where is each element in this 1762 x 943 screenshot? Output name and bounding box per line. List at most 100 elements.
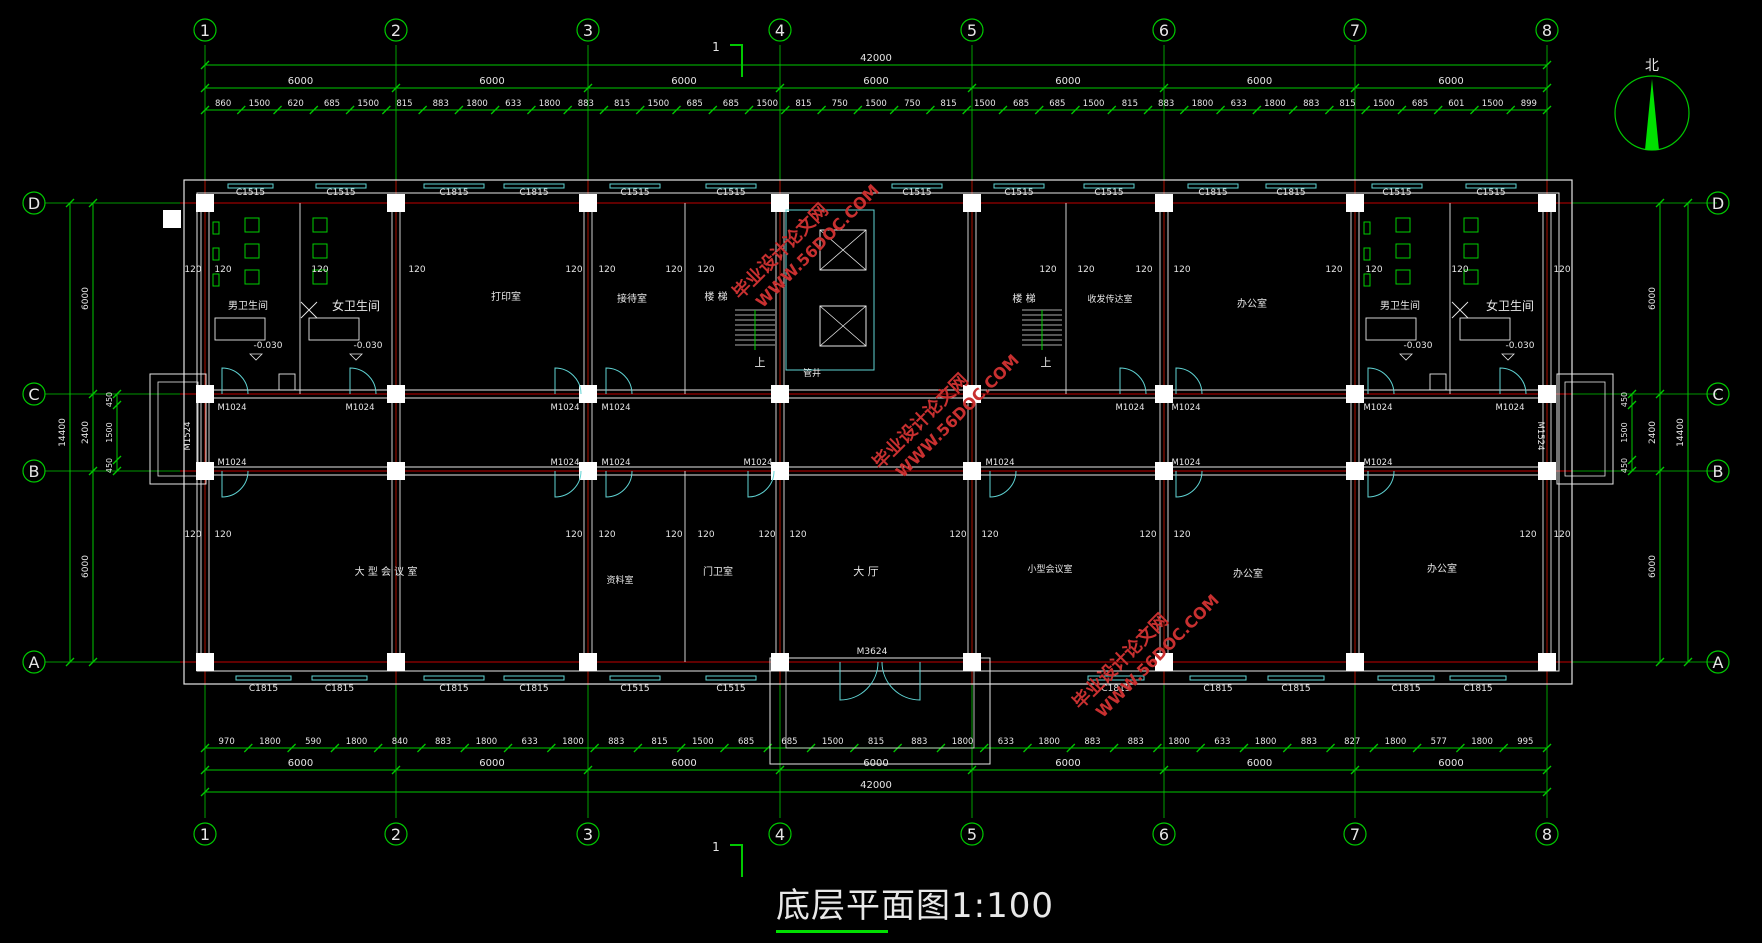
- wall-thickness-label: 120: [789, 530, 806, 540]
- wall-thickness-label: 120: [1139, 530, 1156, 540]
- dimension-detail: 590: [305, 737, 321, 747]
- window: [609, 675, 661, 681]
- dimension-detail: 883: [1303, 99, 1319, 109]
- grid-bubble-label: 8: [1542, 825, 1552, 844]
- dimension-detail: 633: [1231, 99, 1247, 109]
- fixtures: [212, 209, 1515, 391]
- door: [1367, 367, 1395, 395]
- dimension-tick: [490, 105, 500, 115]
- dimension-tick: [287, 743, 297, 753]
- section-mark-label: 1: [712, 840, 720, 854]
- main-porch: [785, 657, 975, 749]
- window: [1449, 675, 1507, 681]
- dimension-detail: 1800: [346, 737, 368, 747]
- dimension-tick: [526, 105, 536, 115]
- dimension-detail: 1800: [259, 737, 281, 747]
- grid-lines: [45, 45, 1717, 818]
- dimension-tick: [1542, 743, 1552, 753]
- dimension-detail: 827: [1344, 737, 1360, 747]
- dimension-corridor: 450: [1620, 392, 1629, 407]
- wall-thickness-label: 120: [697, 265, 714, 275]
- grid-bubble: [384, 18, 408, 42]
- dimension-tick: [88, 198, 98, 208]
- dimension-detail: 815: [940, 99, 956, 109]
- dimension-detail: 577: [1431, 737, 1447, 747]
- toilet-fixture: [312, 217, 328, 233]
- wall-thickness-label: 120: [665, 530, 682, 540]
- grid-bubble-label: 6: [1159, 825, 1169, 844]
- section-mark-label: 1: [712, 40, 720, 54]
- door-label: M1024: [1496, 403, 1525, 413]
- dimension-detail: 1500: [692, 737, 714, 747]
- toilet-fixture: [1395, 243, 1411, 259]
- wall-thickness-label: 120: [1553, 265, 1570, 275]
- dimension-corridor: 450: [105, 458, 114, 473]
- column: [963, 462, 981, 480]
- dimension-detail: 1500: [865, 99, 887, 109]
- dimension-detail: 1800: [1038, 737, 1060, 747]
- side-porch: [1564, 381, 1606, 477]
- grid-bubble-label: 6: [1159, 21, 1169, 40]
- dimension-tick: [1542, 105, 1552, 115]
- wall-thickness-label: 120: [565, 530, 582, 540]
- dimension-detail: 1800: [539, 99, 561, 109]
- outer-wall: [183, 179, 1573, 685]
- elevator-core: [785, 209, 875, 371]
- column: [387, 653, 405, 671]
- door: [989, 470, 1017, 498]
- dimension-bay: 6000: [1438, 76, 1463, 87]
- grid-bubble: [22, 191, 46, 215]
- dimension-side: 2400: [81, 421, 91, 444]
- dimension-detail: 815: [396, 99, 412, 109]
- dimension-detail: 633: [998, 737, 1014, 747]
- level-symbol: [249, 353, 263, 361]
- grid-bubble: [22, 459, 46, 483]
- column: [196, 385, 214, 403]
- wall-thickness-label: 120: [598, 265, 615, 275]
- dimension-tick: [273, 105, 283, 115]
- dimension-tick: [1288, 105, 1298, 115]
- wall-thickness-label: 120: [1077, 265, 1094, 275]
- dimension-tick: [1216, 105, 1226, 115]
- dimension-tick: [200, 83, 210, 93]
- wall-thickness-label: 120: [1039, 265, 1056, 275]
- dimension-detail: 815: [1339, 99, 1355, 109]
- dimension-tick: [1023, 743, 1032, 753]
- dimension-tick: [1542, 60, 1552, 70]
- dimension-tick: [967, 83, 977, 93]
- stair-up-label: 上: [755, 356, 766, 369]
- dimension-tick: [1239, 743, 1249, 753]
- window: [423, 183, 485, 189]
- dimension-tick: [744, 105, 754, 115]
- dimension-detail: 1500: [974, 99, 996, 109]
- door-label: M1024: [218, 458, 247, 468]
- toilet-fixture: [1463, 243, 1479, 259]
- grid-bubble-label: 5: [967, 21, 977, 40]
- dimension-bay: 6000: [1055, 76, 1080, 87]
- window: [705, 675, 757, 681]
- grid-bubble-label: 7: [1350, 21, 1360, 40]
- column: [579, 653, 597, 671]
- dimension-detail: 633: [505, 99, 521, 109]
- dimension-side: 6000: [81, 287, 91, 310]
- dimension-tick: [65, 198, 75, 208]
- window-label: C1515: [1004, 188, 1033, 198]
- dimension-detail: 840: [392, 737, 408, 747]
- dimension-detail: 1800: [466, 99, 488, 109]
- column: [196, 462, 214, 480]
- dimension-tick: [1542, 787, 1552, 797]
- dimension-tick: [1433, 105, 1443, 115]
- dimension-tick: [88, 466, 98, 476]
- toilet-fixture: [1395, 217, 1411, 233]
- dimension-tick: [200, 787, 210, 797]
- floor-drain: [1451, 301, 1469, 319]
- room-office-3: 办公室: [1427, 562, 1457, 575]
- grid-bubble: [1535, 822, 1559, 846]
- dimension-tick: [112, 455, 122, 465]
- grid-bubble-label: 3: [583, 21, 593, 40]
- dimension-tick: [925, 105, 935, 115]
- window: [503, 183, 565, 189]
- window: [1465, 183, 1517, 189]
- column: [1346, 653, 1364, 671]
- wall-thickness-label: 120: [311, 265, 328, 275]
